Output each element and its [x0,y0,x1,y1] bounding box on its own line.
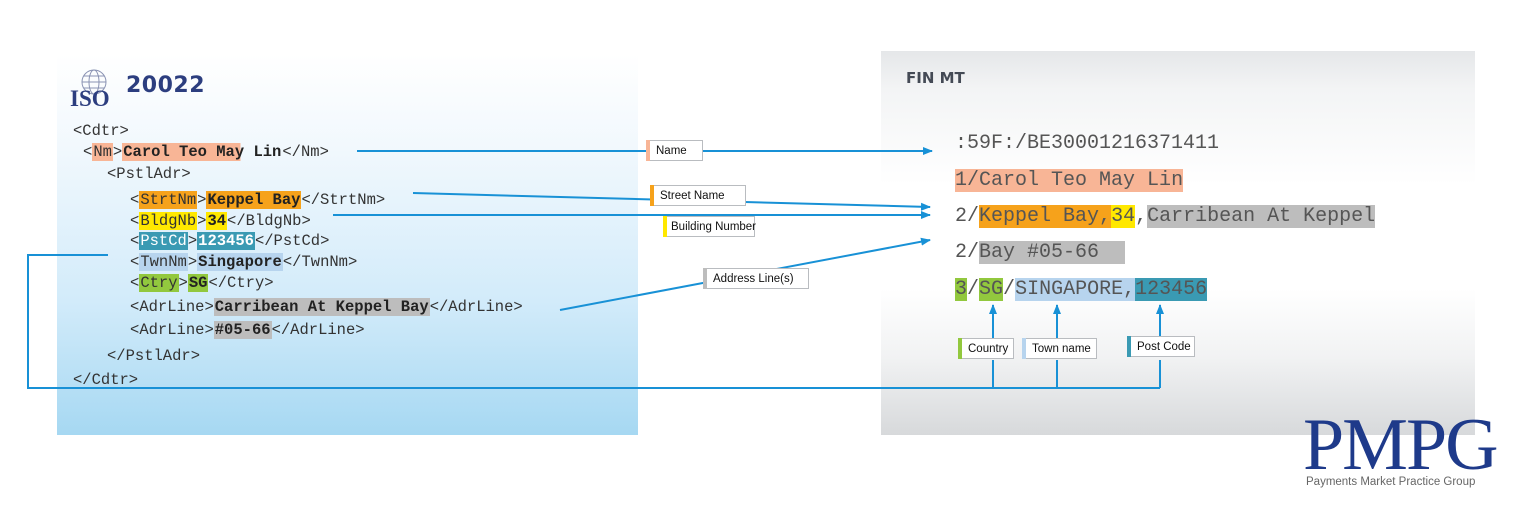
fin-addrline2-value: Bay #05-66 [979,241,1126,264]
iso-standard-number: 20022 [126,73,206,98]
twnnm-tag: TwnNm [139,253,188,271]
bldgnb-tag: BldgNb [139,212,198,230]
adrline2-tag: AdrLine [139,321,205,339]
ctry-close: </Ctry> [208,274,274,292]
label-name: Name [646,140,703,161]
xml-cdtr-open: <Cdtr> [73,122,129,140]
strtnm-close: </StrtNm> [301,191,386,209]
nm-close: </Nm> [282,143,329,161]
xml-line-adrline1: <AdrLine>Carribean At Keppel Bay</AdrLin… [130,298,523,316]
xml-line-strtnm: <StrtNm>Keppel Bay</StrtNm> [130,191,386,209]
fin-name-value: Carol Teo May Lin [979,169,1184,192]
fin-street-value: Keppel Bay, [979,205,1112,228]
strtnm-tag: StrtNm [139,191,198,209]
adrline1-close: </AdrLine> [429,298,523,316]
fin-line-country: 3/SG/SINGAPORE,123456 [955,277,1208,303]
fin-line-account: :59F:/BE30001216371411 [955,132,1220,155]
pstcd-value: 123456 [197,232,255,250]
fin-line1-number: 1 [955,169,968,192]
twnnm-value: Singapore [197,253,283,271]
fin-addrline-value: Carribean At Keppel [1147,205,1376,228]
fin-line3-number: 2 [955,241,968,264]
bldgnb-close: </BldgNb> [227,212,311,230]
ctry-tag: Ctry [139,274,179,292]
bldgnb-value: 34 [206,212,228,230]
pmpg-subtitle: Payments Market Practice Group [1306,476,1476,488]
fin-slash: / [967,241,980,264]
label-post-code: Post Code [1127,336,1195,357]
fin-postcode-value: 123456 [1135,278,1208,301]
xml-pstladr-open: <PstlAdr> [107,165,191,183]
xml-cdtr-close: </Cdtr> [73,371,139,389]
label-address-lines: Address Line(s) [703,268,809,289]
fin-slash: / [967,169,980,192]
strtnm-value: Keppel Bay [206,191,302,209]
fin-line-addr2: 2/Bay #05-66 [955,240,1126,266]
nm-value: Carol Teo May Lin [122,143,283,161]
fin-country-value: SG [979,278,1004,301]
adrline2-close: </AdrLine> [271,321,365,339]
xml-pstladr-close: </PstlAdr> [107,347,201,365]
fin-mt-title: FIN MT [906,69,965,87]
fin-town-value: SINGAPORE, [1015,278,1136,301]
iso-globe-logo: ISO [70,69,110,110]
fin-building-value: 34 [1111,205,1136,228]
fin-line-street: 2/Keppel Bay,34,Carribean At Keppel [955,204,1376,230]
iso-logo-text: ISO [70,86,110,110]
fin-slash: / [967,205,980,228]
adrline1-value: Carribean At Keppel Bay [213,298,430,316]
xml-line-twnnm: <TwnNm>Singapore</TwnNm> [130,253,358,271]
adrline2-value: #05-66 [213,321,272,339]
xml-line-adrline2: <AdrLine>#05-66</AdrLine> [130,321,365,339]
pstcd-close: </PstCd> [254,232,330,250]
xml-line-nm: <Nm>Carol Teo May Lin</Nm> [83,143,329,161]
xml-line-ctry: <Ctry>SG</Ctry> [130,274,274,292]
xml-line-pstcd: <PstCd>123456</PstCd> [130,232,330,250]
fin-line4-number: 3 [955,278,968,301]
fin-comma: , [1135,205,1148,228]
adrline1-tag: AdrLine [139,298,205,316]
label-country: Country [958,338,1014,359]
loop-connector [27,254,1160,389]
xml-line-bldgnb: <BldgNb>34</BldgNb> [130,212,311,230]
fin-slash: / [967,278,980,301]
fin-line-name: 1/Carol Teo May Lin [955,168,1184,194]
label-building-number: Building Number [663,216,756,237]
label-town-name: Town name [1022,338,1097,359]
label-street-name: Street Name [650,185,746,206]
pmpg-logo: PMPG [1303,404,1499,486]
ctry-value: SG [187,274,209,292]
nm-tag: Nm [92,143,113,161]
twnnm-close: </TwnNm> [282,253,358,271]
pstcd-tag: PstCd [139,232,188,250]
fin-line2-number: 2 [955,205,968,228]
fin-slash: / [1003,278,1016,301]
